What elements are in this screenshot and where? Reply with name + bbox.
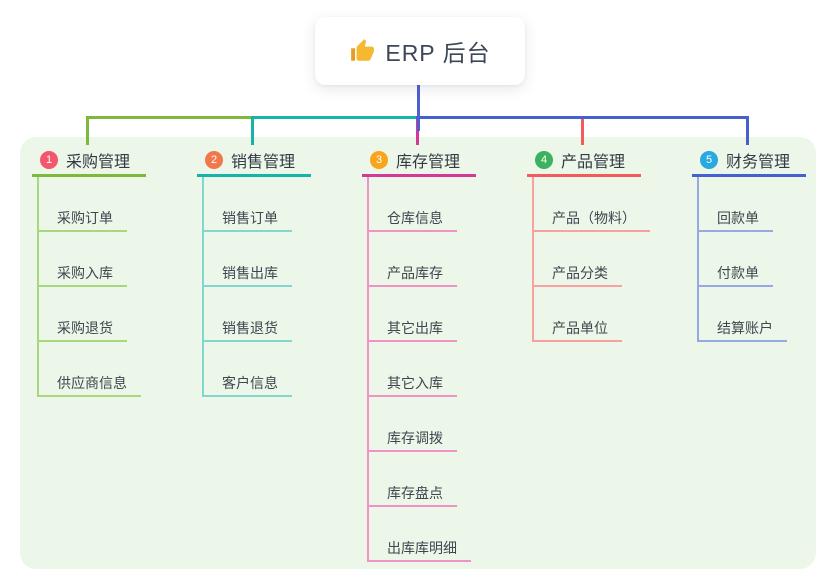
branch-drop-connector-1 xyxy=(86,116,89,145)
branch-node-2[interactable]: 2 销售管理 xyxy=(197,145,311,177)
child-node-label: 仓库信息 xyxy=(387,210,443,226)
branch-node-label: 财务管理 xyxy=(726,153,791,171)
child-node[interactable]: 结算账户 xyxy=(697,316,787,342)
branch-node-3[interactable]: 3 库存管理 xyxy=(362,145,476,177)
child-node-label: 付款单 xyxy=(717,265,759,281)
branch-number-badge: 4 xyxy=(535,150,553,169)
child-node[interactable]: 销售订单 xyxy=(202,206,292,232)
child-node[interactable]: 客户信息 xyxy=(202,371,292,397)
child-node-label: 其它出库 xyxy=(387,320,443,336)
child-node[interactable]: 采购入库 xyxy=(37,261,127,287)
child-node-label: 库存盘点 xyxy=(387,485,443,501)
child-node-label: 销售退货 xyxy=(222,320,278,336)
child-node[interactable]: 销售出库 xyxy=(202,261,292,287)
child-tree-connector-1 xyxy=(37,177,39,397)
child-node-label: 采购入库 xyxy=(57,265,113,281)
branch-drop-connector-2 xyxy=(251,116,254,145)
child-node-label: 产品库存 xyxy=(387,265,443,281)
child-node-label: 采购订单 xyxy=(57,210,113,226)
branch-node-label: 产品管理 xyxy=(561,153,626,171)
child-node-label: 产品（物料） xyxy=(552,210,636,226)
child-tree-connector-5 xyxy=(697,177,699,342)
child-node-label: 回款单 xyxy=(717,210,759,226)
thumbs-up-icon xyxy=(349,38,375,64)
child-node[interactable]: 其它入库 xyxy=(367,371,457,397)
branch-node-label: 销售管理 xyxy=(231,153,296,171)
child-node[interactable]: 供应商信息 xyxy=(37,371,141,397)
child-node-label: 出库库明细 xyxy=(387,540,457,556)
child-node-label: 采购退货 xyxy=(57,320,113,336)
child-node[interactable]: 产品单位 xyxy=(532,316,622,342)
child-node-label: 其它入库 xyxy=(387,375,443,391)
child-node[interactable]: 出库库明细 xyxy=(367,536,471,562)
branch-number-badge: 3 xyxy=(370,150,388,169)
child-node[interactable]: 付款单 xyxy=(697,261,773,287)
child-node-label: 销售出库 xyxy=(222,265,278,281)
child-tree-connector-2 xyxy=(202,177,204,397)
branch-drop-connector-4 xyxy=(581,116,584,145)
child-node[interactable]: 库存盘点 xyxy=(367,481,457,507)
child-node[interactable]: 其它出库 xyxy=(367,316,457,342)
branch-node-label: 采购管理 xyxy=(66,153,131,171)
child-node-label: 结算账户 xyxy=(717,320,773,336)
child-node[interactable]: 回款单 xyxy=(697,206,773,232)
child-node[interactable]: 仓库信息 xyxy=(367,206,457,232)
child-node[interactable]: 产品分类 xyxy=(532,261,622,287)
child-node[interactable]: 产品库存 xyxy=(367,261,457,287)
branch-node-5[interactable]: 5 财务管理 xyxy=(692,145,806,177)
child-node[interactable]: 产品（物料） xyxy=(532,206,650,232)
branch-node-4[interactable]: 4 产品管理 xyxy=(527,145,641,177)
branch-number-badge: 5 xyxy=(700,150,718,169)
child-node-label: 客户信息 xyxy=(222,375,278,391)
root-node[interactable]: ERP 后台 xyxy=(315,17,525,85)
root-stem-connector xyxy=(417,85,420,131)
child-node-label: 销售订单 xyxy=(222,210,278,226)
child-node-label: 产品分类 xyxy=(552,265,608,281)
child-node[interactable]: 库存调拨 xyxy=(367,426,457,452)
child-node-label: 供应商信息 xyxy=(57,375,127,391)
child-node-label: 库存调拨 xyxy=(387,430,443,446)
branch-drop-connector-5 xyxy=(746,116,749,145)
trunk-segment-3 xyxy=(416,116,584,119)
trunk-segment-1 xyxy=(86,116,254,119)
branch-number-badge: 1 xyxy=(40,150,58,169)
branch-number-badge: 2 xyxy=(205,150,223,169)
child-node[interactable]: 采购订单 xyxy=(37,206,127,232)
child-node[interactable]: 销售退货 xyxy=(202,316,292,342)
child-node-label: 产品单位 xyxy=(552,320,608,336)
diagram-panel xyxy=(20,137,816,569)
trunk-segment-4 xyxy=(581,116,749,119)
root-node-label: ERP 后台 xyxy=(385,40,491,66)
child-tree-connector-4 xyxy=(532,177,534,342)
child-node[interactable]: 采购退货 xyxy=(37,316,127,342)
trunk-segment-2 xyxy=(251,116,419,119)
child-tree-connector-3 xyxy=(367,177,369,562)
branch-node-1[interactable]: 1 采购管理 xyxy=(32,145,146,177)
branch-node-label: 库存管理 xyxy=(396,153,461,171)
